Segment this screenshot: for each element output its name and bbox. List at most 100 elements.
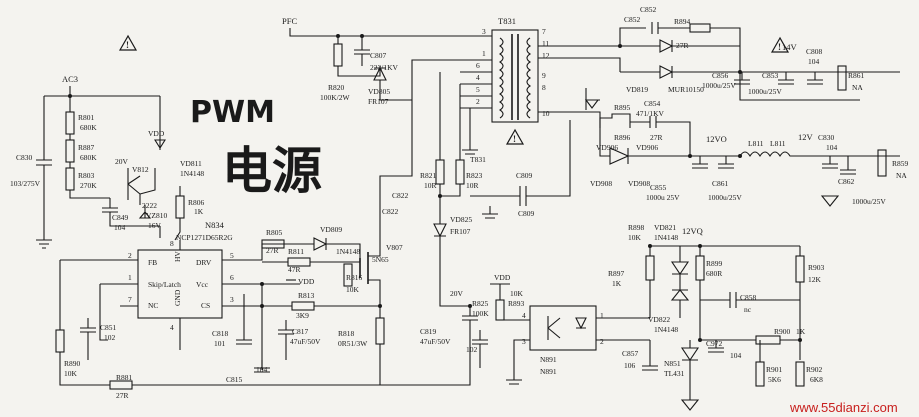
- title-pwm: PWM: [190, 95, 275, 130]
- label-r890: R890: [64, 359, 81, 368]
- net-14v: 14V: [782, 42, 798, 52]
- value-r806: 1K: [194, 207, 204, 216]
- label-n851: N851: [664, 359, 681, 368]
- label-c849: C849: [112, 213, 129, 222]
- ic-part-number: NCP1271D65R2G: [176, 233, 233, 242]
- value-r893: 10K: [510, 289, 524, 298]
- label-r893: R893: [508, 299, 525, 308]
- ic-pin-drv: DRV: [196, 258, 212, 267]
- label-c809-alt: C809: [518, 209, 535, 218]
- label-c809: C809: [516, 171, 533, 180]
- value-c819: 47uF/50V: [420, 337, 451, 346]
- transformer-pin: 10: [542, 109, 550, 118]
- value-v807: 5N65: [372, 255, 389, 264]
- label-vd908-alt: VD908: [628, 179, 650, 188]
- value-r881: 27R: [116, 391, 129, 400]
- value-vd811: 1N4148: [180, 169, 204, 178]
- net-pfc: PFC: [282, 16, 297, 26]
- label-c862: C862: [838, 177, 855, 186]
- value-r820: 100K/2W: [320, 93, 351, 102]
- label-vd908: VD908: [590, 179, 612, 188]
- label-c819: C819: [420, 327, 437, 336]
- pin-number: 7: [128, 295, 132, 304]
- value-c830-out: 104: [826, 143, 838, 152]
- value-vd805: FR107: [368, 97, 389, 106]
- value-c854: 471/1KV: [636, 109, 665, 118]
- ic-pin-vcc: Vcc: [196, 280, 209, 289]
- svg-text:!: !: [778, 42, 781, 52]
- label-c972: C972: [706, 339, 723, 348]
- label-c852: C852: [640, 5, 657, 14]
- opto-pin: 2: [600, 337, 604, 346]
- value-r811: 47R: [288, 265, 301, 274]
- title-power-supply: 电源: [222, 142, 322, 200]
- label-c858: C858: [740, 293, 757, 302]
- pin-number: 4: [170, 323, 174, 332]
- label-c856: C856: [712, 71, 729, 80]
- label-r894: R894: [674, 17, 691, 26]
- net-20v-bias: 20V: [115, 157, 129, 166]
- value-r805: 27R: [266, 246, 279, 255]
- value-r899: 680R: [706, 269, 722, 278]
- label-r823: R823: [466, 171, 483, 180]
- value-vd809: 1N4148: [336, 247, 360, 256]
- label-r803: R803: [78, 171, 95, 180]
- pin-number: 6: [230, 273, 234, 282]
- label-r881: R881: [116, 373, 133, 382]
- pin-number: 2: [128, 251, 132, 260]
- value-c972: 104: [730, 351, 742, 360]
- ic-pin-skip: Skip/Latch: [148, 280, 181, 289]
- opto-pin: 3: [522, 337, 526, 346]
- label-l811: L811: [748, 139, 764, 148]
- value-c857: 106: [624, 361, 636, 370]
- value-r896: 27R: [650, 133, 663, 142]
- value-c856: 1000u/25V: [702, 81, 736, 90]
- transformer-pin: 7: [542, 27, 546, 36]
- label-c857: C857: [622, 349, 639, 358]
- opto-pin: 4: [522, 311, 526, 320]
- value-r898: 10K: [628, 233, 642, 242]
- transformer-pin: 11: [542, 39, 549, 48]
- value-r813: 3K9: [296, 311, 309, 320]
- net-vdd-opto: VDD: [494, 273, 511, 282]
- value-c861: 1000u/25V: [708, 193, 742, 202]
- value-c818: 101: [214, 339, 226, 348]
- opto-ref: N891: [540, 355, 557, 364]
- label-r825: R825: [472, 299, 489, 308]
- net-12vo: 12VO: [706, 134, 727, 144]
- label-c830: C830: [16, 153, 33, 162]
- pin-number: 1: [128, 273, 132, 282]
- label-c852-alt: C852: [624, 15, 641, 24]
- value-r861: NA: [852, 83, 863, 92]
- opto-ref-alt: N891: [540, 367, 557, 376]
- value-r902: 6K8: [810, 375, 823, 384]
- pin-number: 8: [170, 239, 174, 248]
- value-c849: 104: [114, 223, 126, 232]
- value-102: 102: [466, 345, 478, 354]
- optocoupler-n891: [529, 305, 597, 351]
- value-c853: 1000u/25V: [748, 87, 782, 96]
- label-r901: R901: [766, 365, 783, 374]
- label-r898: R898: [628, 223, 645, 232]
- transformer-pin: 9: [542, 71, 546, 80]
- label-r902: R902: [806, 365, 823, 374]
- transformer-pin: 8: [542, 83, 546, 92]
- label-r806: R806: [188, 198, 205, 207]
- value-c858: nc: [744, 305, 752, 314]
- value-r887: 680K: [80, 153, 97, 162]
- label-vd906-alt: VD906: [636, 143, 658, 152]
- value-vd821: 1N4148: [654, 233, 678, 242]
- warning-icon: !: [770, 36, 790, 53]
- label-vd822: VD822: [648, 315, 670, 324]
- value-r823: 10R: [466, 181, 479, 190]
- value-vz810: 16V: [148, 221, 162, 230]
- label-r805: R805: [266, 228, 283, 237]
- ic-pin-gnd: GND: [173, 289, 182, 306]
- label-vd906: VD906: [596, 143, 618, 152]
- ic-pin-fb: FB: [148, 258, 157, 267]
- label-c818: C818: [212, 329, 229, 338]
- value-r803: 270K: [80, 181, 97, 190]
- label-r903: R903: [808, 263, 825, 272]
- value-r890: 10K: [64, 369, 78, 378]
- label-vd821: VD821: [654, 223, 676, 232]
